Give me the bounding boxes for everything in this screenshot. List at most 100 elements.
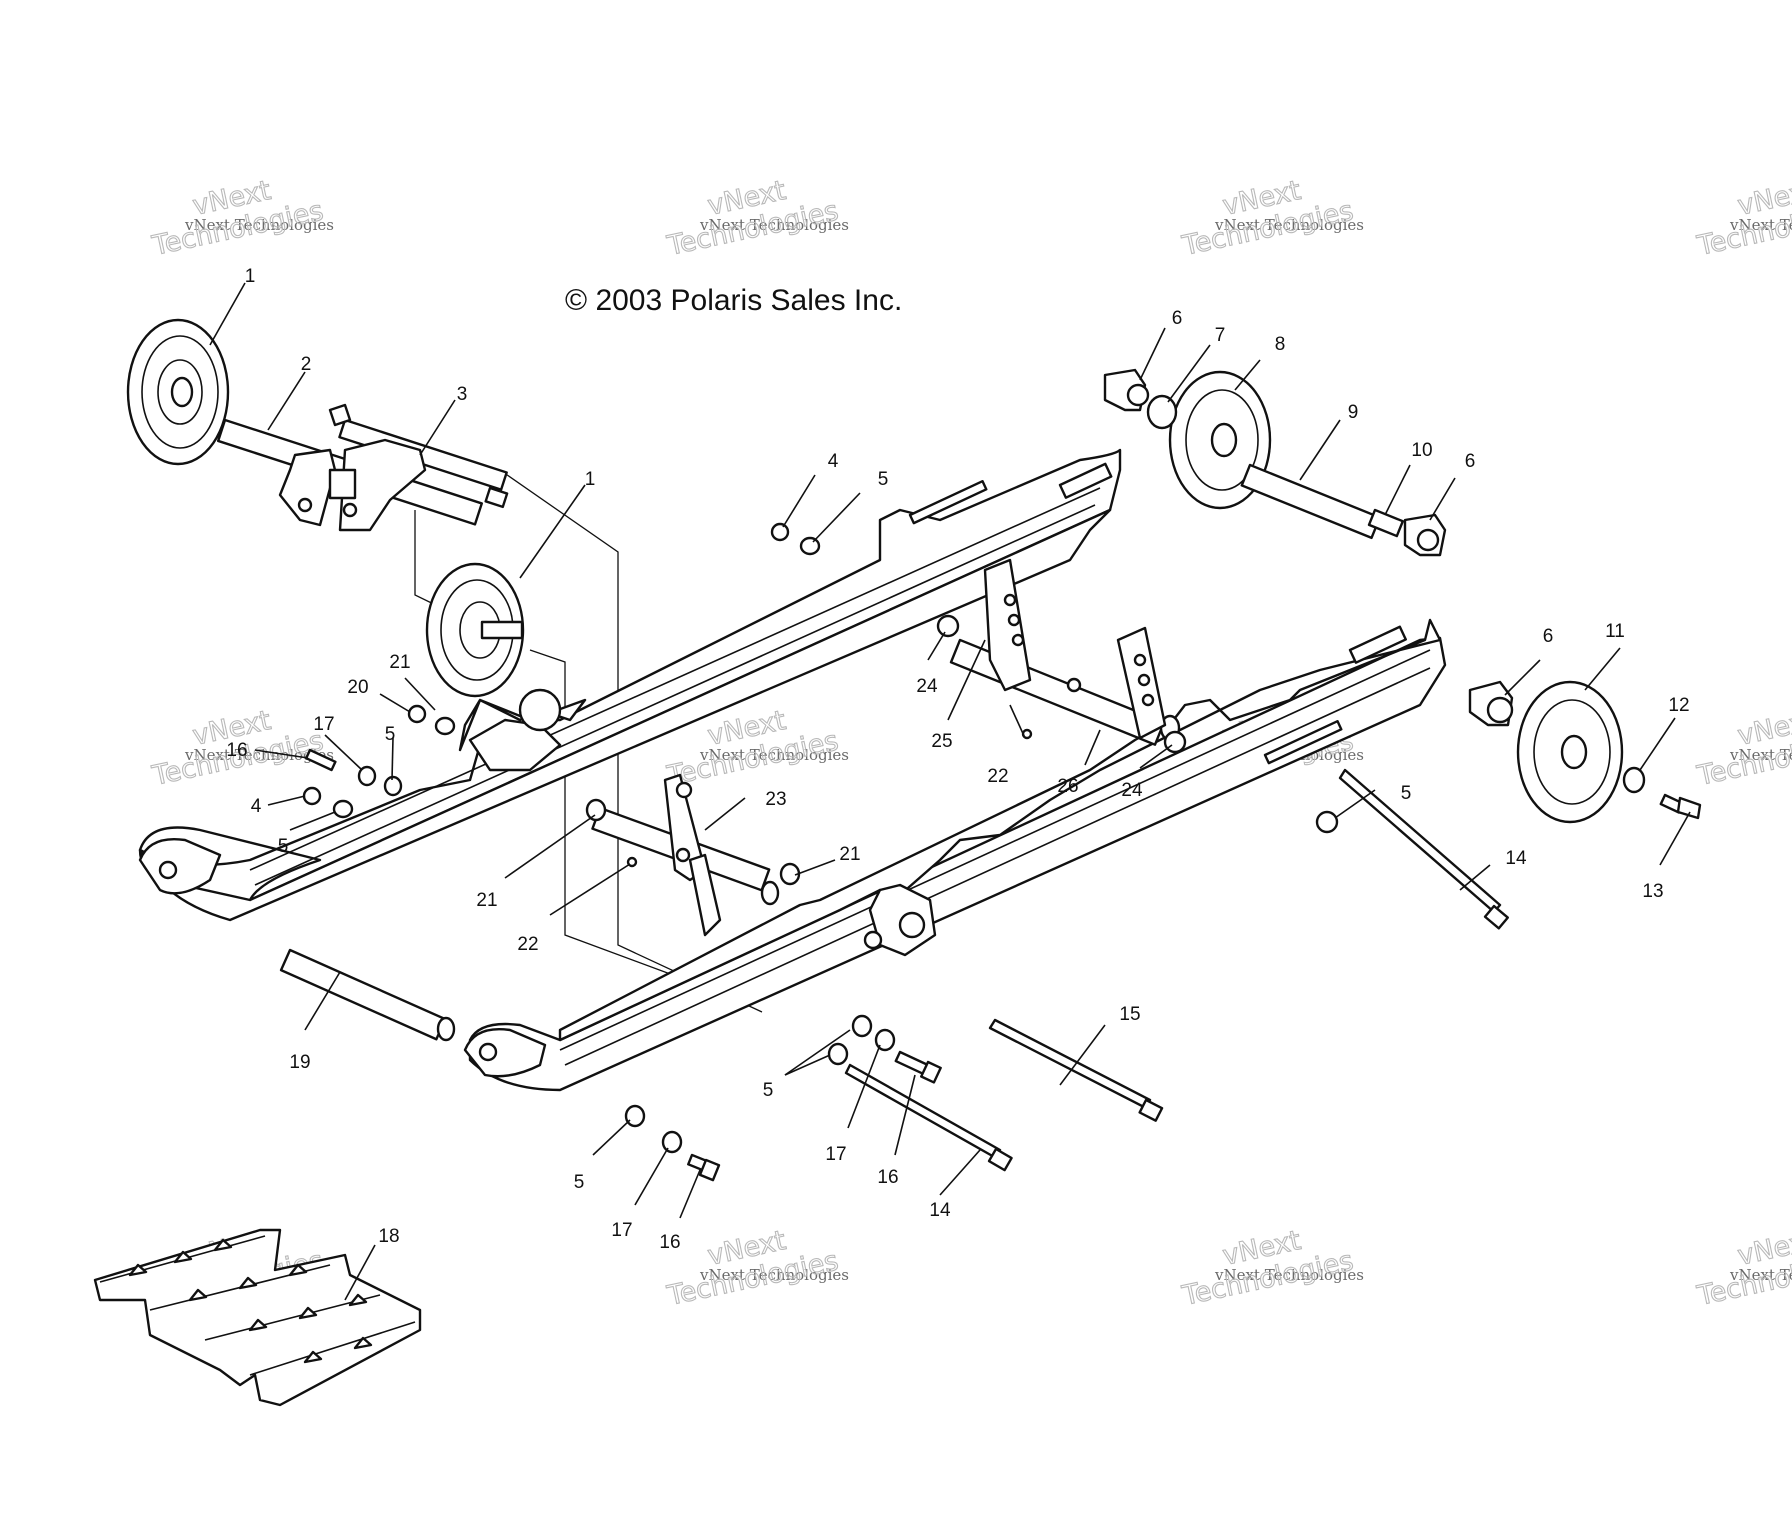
long-bolt xyxy=(844,1063,1013,1172)
bolt xyxy=(304,748,337,772)
callout-label: 17 xyxy=(825,1144,846,1165)
idler-wheel-1 xyxy=(126,318,230,466)
leader-lines xyxy=(209,282,1691,1301)
callout-label: 17 xyxy=(611,1220,632,1241)
right-slide-rail xyxy=(463,618,1447,1092)
callout-label: 16 xyxy=(659,1232,680,1253)
line-art xyxy=(93,318,1702,1407)
washer xyxy=(936,614,960,638)
callout-label: 22 xyxy=(987,766,1008,787)
callout-label: 18 xyxy=(378,1226,399,1247)
callout-label: 10 xyxy=(1411,440,1432,461)
idler-wheel-8 xyxy=(1168,370,1272,510)
callout-label: 8 xyxy=(1275,334,1286,355)
callout-label: 9 xyxy=(1348,402,1359,423)
callout-label: 4 xyxy=(828,451,839,472)
callout-label: 4 xyxy=(251,796,262,817)
callout-label: 14 xyxy=(929,1200,951,1221)
callout-label: 5 xyxy=(763,1080,774,1101)
retaining-ring xyxy=(1146,394,1178,430)
washer xyxy=(827,1042,849,1066)
rear-axle-assembly xyxy=(217,403,509,532)
callout-label: 5 xyxy=(574,1172,585,1193)
watermark-tagline: vNext Technologies xyxy=(699,746,849,764)
callout-label: 19 xyxy=(289,1052,310,1073)
idler-shaft xyxy=(1240,463,1405,540)
watermark-tagline: vNext Technologies xyxy=(699,216,849,234)
watermark-tagline: vNext Technologies xyxy=(184,216,334,234)
rail-mount-block xyxy=(863,883,937,957)
washer xyxy=(874,1028,896,1052)
watermark-tagline: vNext Technologies xyxy=(1729,746,1792,764)
callout-label: 6 xyxy=(1543,626,1554,647)
long-bolt xyxy=(988,1018,1164,1122)
idler-wheel-2 xyxy=(425,562,525,698)
washer xyxy=(661,1130,683,1154)
washer xyxy=(332,799,354,819)
callout-label: 1 xyxy=(585,469,596,490)
callout-label: 5 xyxy=(385,724,396,745)
watermark: vNext Technologies vNext Technologies xyxy=(1693,175,1792,263)
callout-label: 3 xyxy=(457,384,468,405)
idler-wheel-11 xyxy=(1516,680,1624,824)
watermark-tagline: vNext Technologies xyxy=(699,1266,849,1284)
watermark: vNext Technologies vNext Technologies xyxy=(148,175,334,263)
alignment-line xyxy=(529,649,701,986)
watermark-tagline: vNext Technologies xyxy=(184,746,334,764)
front-cross-shaft-assembly xyxy=(591,773,780,937)
washer xyxy=(357,765,377,787)
callout-label: 25 xyxy=(931,731,952,752)
bolt xyxy=(1659,793,1702,820)
callout-label: 1 xyxy=(245,266,256,287)
long-bolt xyxy=(1338,768,1509,930)
bolt xyxy=(687,1153,721,1182)
bolt xyxy=(894,1050,942,1084)
rail-mount-block xyxy=(458,688,587,772)
nut xyxy=(770,522,790,542)
washer xyxy=(585,798,607,822)
track-section xyxy=(93,1228,422,1407)
watermark: vNext Technologies vNext Technologies xyxy=(1178,175,1364,263)
watermark-tagline: vNext Technologies xyxy=(1214,216,1364,234)
callout-label: 5 xyxy=(878,469,889,490)
callout-label: 7 xyxy=(1215,325,1226,346)
callout-label: 22 xyxy=(517,934,538,955)
callout-labels: 1 2 3 1 4 5 6 7 8 9 10 6 21 20 17 16 5 4… xyxy=(226,266,1689,1253)
rear-cross-shaft-assembly xyxy=(949,558,1181,746)
callout-label: 5 xyxy=(278,836,289,857)
callout-label: 13 xyxy=(1642,881,1663,902)
callout-label: 20 xyxy=(347,677,368,698)
watermark-tagline: vNext Technologies xyxy=(1729,216,1792,234)
callout-label: 5 xyxy=(1401,783,1412,804)
callout-label: 6 xyxy=(1465,451,1476,472)
callout-label: 14 xyxy=(1505,848,1527,869)
nut xyxy=(407,704,427,724)
watermark: vNext Technologies vNext Technologies xyxy=(663,175,849,263)
adjuster-cap xyxy=(1468,680,1514,727)
washer xyxy=(1622,766,1646,794)
spacer-tube xyxy=(279,948,456,1042)
washer xyxy=(851,1014,873,1038)
watermark-tagline: vNext Technologies xyxy=(1729,1266,1792,1284)
adjuster-cap xyxy=(1103,368,1150,412)
watermark: vNext Technologies vNext Technologies xyxy=(1178,1225,1364,1313)
callout-label: 12 xyxy=(1668,695,1689,716)
callout-label: 2 xyxy=(301,354,312,375)
washer xyxy=(624,1104,646,1128)
watermark: vNext Technologies vNext Technologies xyxy=(663,1225,849,1313)
left-slide-rail xyxy=(138,448,1122,922)
watermark: vNext Technologies vNext Technologies xyxy=(1693,705,1792,793)
callout-label: 24 xyxy=(916,676,938,697)
copyright-notice: © 2003 Polaris Sales Inc. xyxy=(565,284,902,317)
washer xyxy=(1315,810,1339,834)
watermark-tagline: vNext Technologies xyxy=(1214,1266,1364,1284)
callout-label: 11 xyxy=(1605,621,1625,642)
washer xyxy=(799,536,821,556)
adjuster-cap xyxy=(1403,513,1447,557)
callout-label: 16 xyxy=(226,740,247,761)
washer xyxy=(434,716,456,736)
callout-label: 21 xyxy=(839,844,860,865)
callout-label: 21 xyxy=(389,652,410,673)
callout-label: 6 xyxy=(1172,308,1183,329)
